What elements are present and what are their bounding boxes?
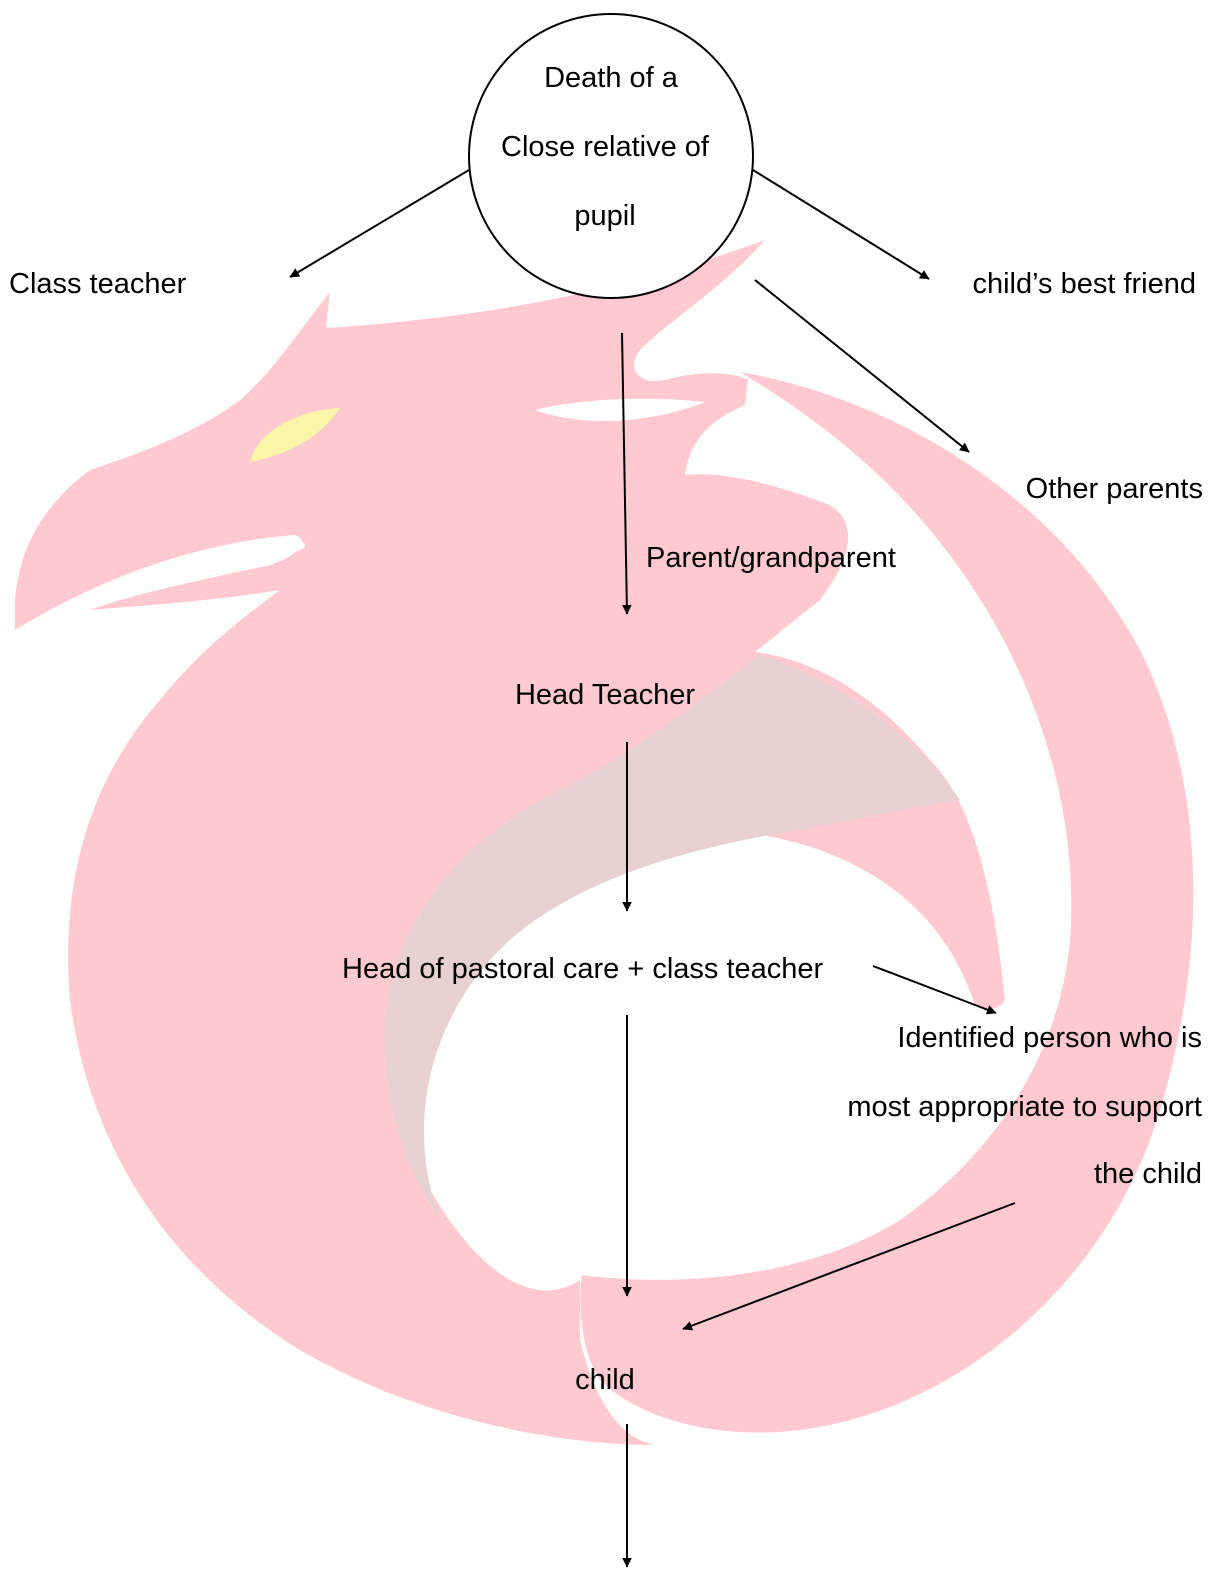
phoenix-neck-gap — [535, 398, 705, 422]
node-identified-line-1: Identified person who is — [897, 1022, 1202, 1054]
arrow-to-other-parents — [754, 279, 970, 453]
node-pastoral: Head of pastoral care + class teacher — [342, 953, 824, 985]
arrow-identified-to-child — [682, 1202, 1016, 1331]
node-head-teacher: Head Teacher — [514, 679, 696, 711]
node-identified-line-3: the child — [1093, 1158, 1202, 1190]
arrow-to-identified-person — [872, 965, 997, 1015]
arrow-to-best-friend — [752, 169, 930, 280]
root-circle — [468, 13, 754, 299]
node-other-parents: Other parents — [1025, 473, 1203, 505]
node-identified-line-2: most appropriate to support — [847, 1091, 1202, 1123]
phoenix-beak-gap — [95, 540, 306, 605]
node-parent-grandparent: Parent/grandparent — [646, 542, 896, 574]
node-child: child — [575, 1364, 635, 1396]
phoenix-head-wing — [15, 240, 1194, 1445]
root-line-3: pupil — [574, 200, 636, 232]
root-line-1: Death of a — [544, 62, 678, 94]
phoenix-eye — [250, 408, 340, 462]
root-line-2: Close relative of — [501, 131, 709, 163]
node-class-teacher: Class teacher — [9, 268, 187, 300]
arrow-to-class-teacher — [289, 169, 470, 278]
phoenix-tail-shape — [580, 372, 1194, 1433]
node-best-friend: child’s best friend — [972, 268, 1196, 300]
arrow-to-head-teacher — [621, 332, 632, 615]
phoenix-inner-feather — [384, 655, 960, 1220]
